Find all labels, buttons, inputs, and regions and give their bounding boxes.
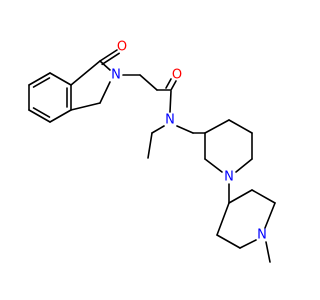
chemical-structure: O N O N N N [28, 39, 276, 263]
bond-carbonyl-n [99, 60, 111, 71]
bond-amide-co-inner [165, 78, 172, 89]
bond-pip1-1 [204, 119, 230, 134]
bond-amide-cn [169, 90, 172, 113]
bond-n-methylene [176, 125, 194, 134]
bond-ch2-benzene [70, 102, 101, 111]
bond-benzene-4 [49, 109, 72, 123]
bond-benzene-6 [49, 72, 72, 86]
bond-amide-co [170, 80, 177, 91]
bond-pip2-3 [264, 202, 276, 229]
bond-chain-2 [139, 74, 158, 91]
bond-benzene-3-inner [32, 107, 51, 118]
atom-label-n-piperidine-2: N [257, 228, 267, 243]
bond-carbonyl-co-inner [101, 52, 120, 66]
atom-label-o-carbonyl-ring: O [117, 40, 127, 55]
bond-ethyl-2 [147, 132, 153, 159]
bond-n-ch2 [99, 81, 111, 104]
bond-pip2-6 [216, 202, 230, 236]
bond-pip1-2 [228, 119, 253, 134]
bond-pip2-2 [251, 189, 276, 204]
bond-layer [28, 49, 276, 263]
bond-carbonyl-co [99, 49, 118, 62]
bond-benzene-1-inner [32, 77, 51, 88]
atom-label-n-amide: N [165, 113, 175, 128]
bond-benzene-3 [28, 109, 51, 123]
bond-ethyl-1 [151, 125, 165, 134]
atom-label-layer: O N O N N N [111, 40, 267, 243]
bond-pip2-4 [239, 239, 257, 249]
bond-pip2-1 [228, 189, 253, 204]
bond-pip2-5 [216, 234, 241, 249]
atom-label-n-piperidine-1: N [224, 170, 234, 185]
bond-pip1-5 [204, 158, 223, 173]
atom-label-o-amide: O [172, 68, 182, 83]
atom-label-n-isoindolinone: N [111, 68, 121, 83]
bond-ring-c-carbonyl [70, 60, 101, 86]
bond-n-methyl [265, 241, 271, 263]
bond-pip1-4 [235, 158, 253, 173]
bond-benzene-1 [28, 72, 51, 86]
